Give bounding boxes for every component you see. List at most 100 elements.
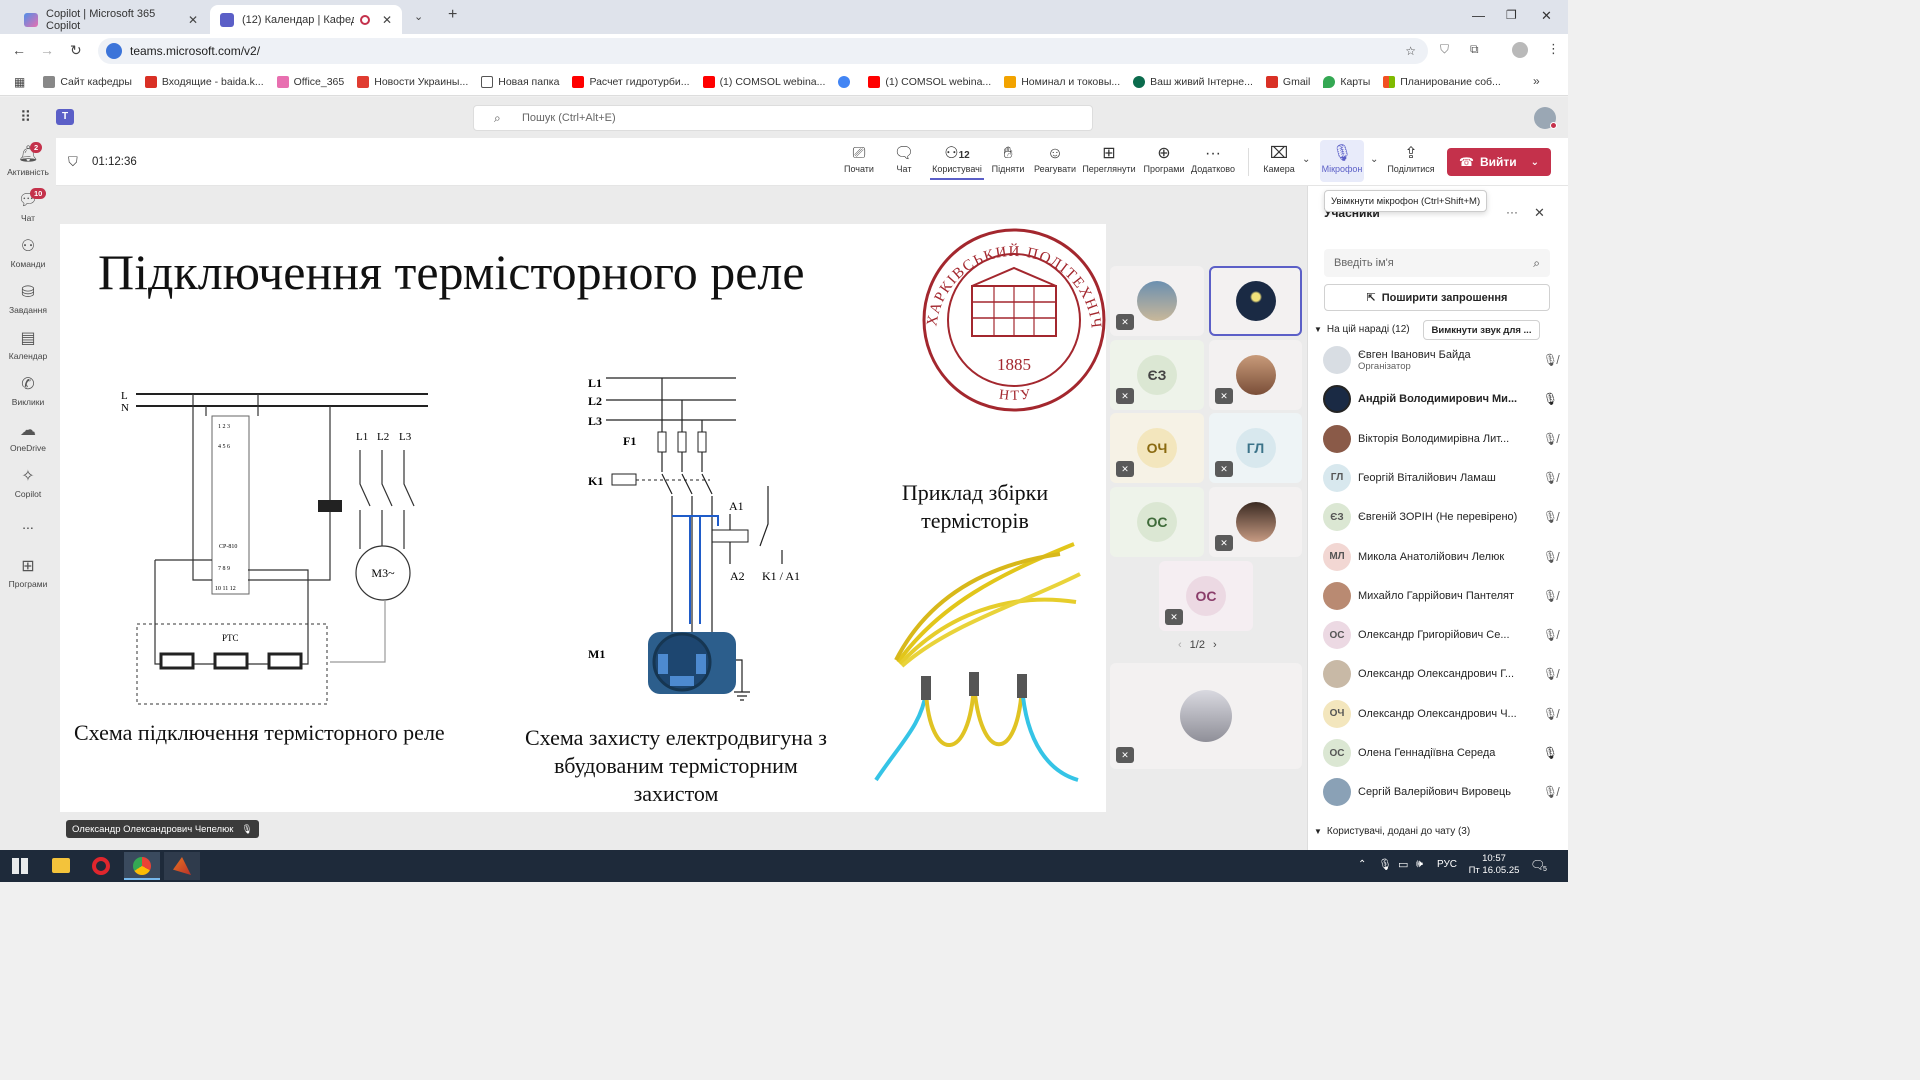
reload-icon[interactable]: ↻ bbox=[70, 42, 82, 58]
more-icon[interactable]: ··· bbox=[1506, 205, 1518, 219]
language-indicator[interactable]: РУС bbox=[1437, 859, 1458, 870]
profile-avatar[interactable] bbox=[1512, 42, 1528, 58]
bookmark[interactable]: Gmail bbox=[1265, 75, 1310, 88]
minimize-icon[interactable]: — bbox=[1472, 8, 1485, 23]
search-input[interactable]: ⌕ Пошук (Ctrl+Alt+E) bbox=[473, 105, 1093, 131]
bookmark[interactable]: Планирование соб... bbox=[1383, 75, 1501, 88]
participant-search-input[interactable]: Введіть ім'я ⌕ bbox=[1324, 249, 1550, 277]
present-button[interactable]: ⎚Почати bbox=[842, 144, 876, 174]
chat-button[interactable]: 🗨︎Чат bbox=[890, 144, 918, 174]
extensions-icon[interactable]: ⧉ bbox=[1470, 42, 1479, 56]
bookmark-star-icon[interactable]: ☆ bbox=[1405, 44, 1416, 58]
self-view-tile[interactable]: ✕ bbox=[1110, 663, 1302, 769]
raise-hand-button[interactable]: ✋︎Підняти bbox=[991, 145, 1025, 174]
react-button[interactable]: ☺Реагувати bbox=[1034, 145, 1077, 174]
browser-menu-icon[interactable]: ⋮ bbox=[1547, 41, 1560, 56]
tab-search-icon[interactable]: ⌄ bbox=[414, 11, 424, 23]
close-icon[interactable]: ✕ bbox=[187, 12, 198, 27]
mic-off-icon[interactable]: 🎙︎̸ bbox=[1542, 628, 1558, 643]
window-close-icon[interactable]: ✕ bbox=[1541, 8, 1552, 23]
omnibox[interactable]: teams.microsoft.com/v2/ ☆ bbox=[98, 38, 1428, 64]
participant-tile[interactable]: ОС bbox=[1110, 487, 1204, 557]
section-in-meeting[interactable]: ▼ На цій нараді (12) bbox=[1314, 324, 1410, 335]
tray-expand-icon[interactable]: ⌃ bbox=[1358, 859, 1367, 870]
participant-tile[interactable]: ОЧ✕ bbox=[1110, 413, 1204, 483]
bookmark[interactable]: Номинал и токовы... bbox=[1004, 75, 1120, 88]
rail-tasks[interactable]: ⛁Завдання bbox=[0, 284, 56, 315]
rail-calendar[interactable]: ▤Календар bbox=[0, 330, 56, 361]
tab-teams[interactable]: (12) Календар | Кафедральн ✕ bbox=[210, 5, 402, 34]
camera-button[interactable]: ⌧Камера bbox=[1263, 145, 1295, 174]
windows-start-icon[interactable] bbox=[12, 858, 28, 874]
bookmark[interactable]: Office_365 bbox=[276, 75, 344, 88]
mic-on-icon[interactable]: 🎙︎ bbox=[1542, 746, 1558, 760]
file-explorer-icon[interactable] bbox=[52, 858, 70, 873]
participant-tile[interactable]: ГЛ✕ bbox=[1209, 413, 1302, 483]
share-button[interactable]: ⇪Поділитися bbox=[1387, 145, 1435, 174]
apps-button[interactable]: ⊕Програми bbox=[1143, 145, 1185, 174]
close-icon[interactable]: ✕ bbox=[1534, 205, 1545, 220]
chevron-down-icon[interactable]: ⌄ bbox=[1530, 156, 1540, 168]
opera-icon[interactable] bbox=[92, 857, 110, 875]
participant-row[interactable]: Михайло Гаррійович Пантелят🎙︎̸ bbox=[1323, 578, 1558, 614]
chevron-right-icon[interactable]: › bbox=[1212, 639, 1217, 651]
mute-all-button[interactable]: Вимкнути звук для ... bbox=[1423, 320, 1540, 340]
rail-onedrive[interactable]: ☁OneDrive bbox=[0, 422, 56, 453]
participant-tile[interactable]: ✕ bbox=[1209, 340, 1302, 410]
shield-icon[interactable]: ⛉ bbox=[1440, 42, 1450, 56]
close-icon[interactable]: ✕ bbox=[381, 12, 392, 27]
back-icon[interactable]: ← bbox=[12, 42, 26, 58]
bookmark[interactable]: Расчет гидротурби... bbox=[572, 75, 690, 88]
volume-icon[interactable]: 🕪︎ bbox=[1416, 858, 1423, 870]
participant-row[interactable]: Сергій Валерійович Вировець🎙︎̸ bbox=[1323, 774, 1558, 810]
notifications-icon[interactable]: 🗨︎ bbox=[1530, 858, 1546, 872]
apps-grid-icon[interactable]: ▦ bbox=[14, 74, 26, 89]
participant-tile[interactable]: ОС✕ bbox=[1159, 561, 1253, 631]
site-info-icon[interactable] bbox=[106, 43, 122, 59]
forward-icon[interactable]: → bbox=[40, 42, 54, 58]
rail-apps[interactable]: ⊞Програми bbox=[0, 558, 56, 589]
rail-more[interactable]: ... bbox=[0, 516, 56, 532]
mic-off-icon[interactable]: 🎙︎̸ bbox=[1542, 470, 1558, 485]
mic-off-icon[interactable]: 🎙︎̸ bbox=[1542, 510, 1558, 525]
network-icon[interactable]: ▭ bbox=[1398, 859, 1409, 871]
bookmark[interactable]: (1) COMSOL webina... bbox=[868, 75, 991, 88]
mic-off-icon[interactable]: 🎙︎̸ bbox=[1542, 785, 1558, 800]
view-button[interactable]: ⊞Переглянути bbox=[1082, 145, 1136, 174]
mic-off-icon[interactable]: 🎙︎̸ bbox=[1542, 706, 1558, 721]
participant-row[interactable]: Вікторія Володимирівна Лит...🎙︎̸ bbox=[1323, 421, 1558, 457]
mic-off-icon[interactable]: 🎙︎̸ bbox=[1542, 588, 1558, 603]
participant-tile[interactable]: ✕ bbox=[1209, 487, 1302, 557]
chevron-right-icon[interactable]: » bbox=[1533, 74, 1540, 88]
bookmark[interactable]: (1) COMSOL webina... bbox=[702, 75, 825, 88]
rail-copilot[interactable]: ✧Copilot bbox=[0, 468, 56, 499]
mic-off-icon[interactable]: 🎙︎̸ bbox=[1542, 549, 1558, 564]
participant-row[interactable]: Олександр Олександрович Г...🎙︎̸ bbox=[1323, 656, 1558, 692]
clock[interactable]: 10:57 Пт 16.05.25 bbox=[1466, 853, 1522, 877]
chevron-down-icon[interactable]: ⌄ bbox=[1370, 154, 1379, 165]
more-button[interactable]: ···Додатково bbox=[1191, 145, 1235, 174]
bookmark[interactable]: Новая папка bbox=[481, 75, 559, 88]
maximize-icon[interactable]: ❐ bbox=[1506, 8, 1517, 22]
microphone-button[interactable]: 🎙︎Мікрофон bbox=[1320, 140, 1364, 182]
mic-on-icon[interactable]: 🎙︎ bbox=[1542, 392, 1558, 407]
participant-tile-active[interactable] bbox=[1209, 266, 1302, 336]
tab-copilot[interactable]: Copilot | Microsoft 365 Copilot ✕ bbox=[14, 5, 208, 34]
invite-button[interactable]: ⇱ Поширити запрошення bbox=[1324, 284, 1550, 311]
mic-off-icon[interactable]: 🎙︎̸ bbox=[1542, 431, 1558, 446]
mic-tray-icon[interactable]: 🎙︎ bbox=[1378, 859, 1392, 871]
participant-row[interactable]: Андрій Володимирович Ми...🎙︎ bbox=[1323, 381, 1558, 417]
leave-button[interactable]: ☎ Вийти ⌄ bbox=[1447, 148, 1551, 176]
bookmark[interactable]: Сайт кафедры bbox=[43, 75, 132, 88]
rail-calls[interactable]: ✆Виклики bbox=[0, 376, 56, 407]
